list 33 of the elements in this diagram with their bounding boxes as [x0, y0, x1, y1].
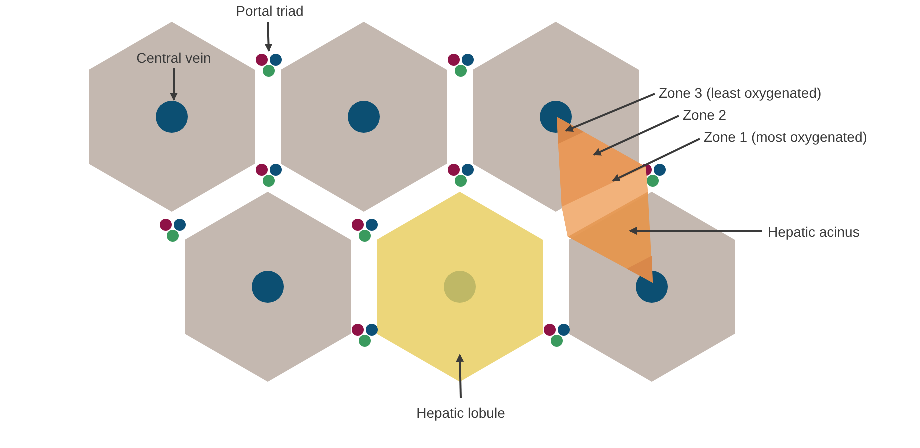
portal-triad: [256, 164, 282, 187]
portal-triad: [544, 324, 570, 347]
portal-triad: [352, 219, 378, 242]
central-vein-circle: [156, 101, 188, 133]
zone-3-region: [557, 117, 584, 144]
arrow: [264, 22, 273, 52]
arrow: [170, 68, 178, 101]
portal-triad: [352, 324, 378, 347]
zone-3-region: [627, 256, 653, 283]
hepatic-lobule-hexagon: [377, 192, 543, 382]
label-text: Central vein: [136, 50, 212, 66]
central-vein-circle: [348, 101, 380, 133]
portal-triad: [256, 54, 282, 77]
label-text: Zone 2: [683, 107, 727, 123]
zone-2-region: [558, 132, 646, 207]
label-text: Zone 3 (least oxygenated): [659, 85, 822, 101]
lobule-hexagon: [89, 22, 255, 212]
lobule-hexagon: [281, 22, 447, 212]
arrow: [612, 138, 700, 182]
portal-triad: [160, 219, 186, 242]
portal-triad: [448, 164, 474, 187]
label-text: Hepatic lobule: [416, 405, 506, 421]
label-text: Portal triad: [236, 3, 304, 19]
lobule-hexagon: [185, 192, 351, 382]
label-text: Zone 1 (most oxygenated): [704, 129, 868, 145]
arrow: [593, 115, 680, 156]
label-text: Hepatic acinus: [768, 224, 860, 240]
zone-1-band: [562, 167, 648, 237]
arrow: [629, 227, 762, 235]
central-vein-circle: [444, 271, 476, 303]
central-vein-circle: [252, 271, 284, 303]
arrow: [565, 93, 656, 132]
portal-triad: [448, 54, 474, 77]
